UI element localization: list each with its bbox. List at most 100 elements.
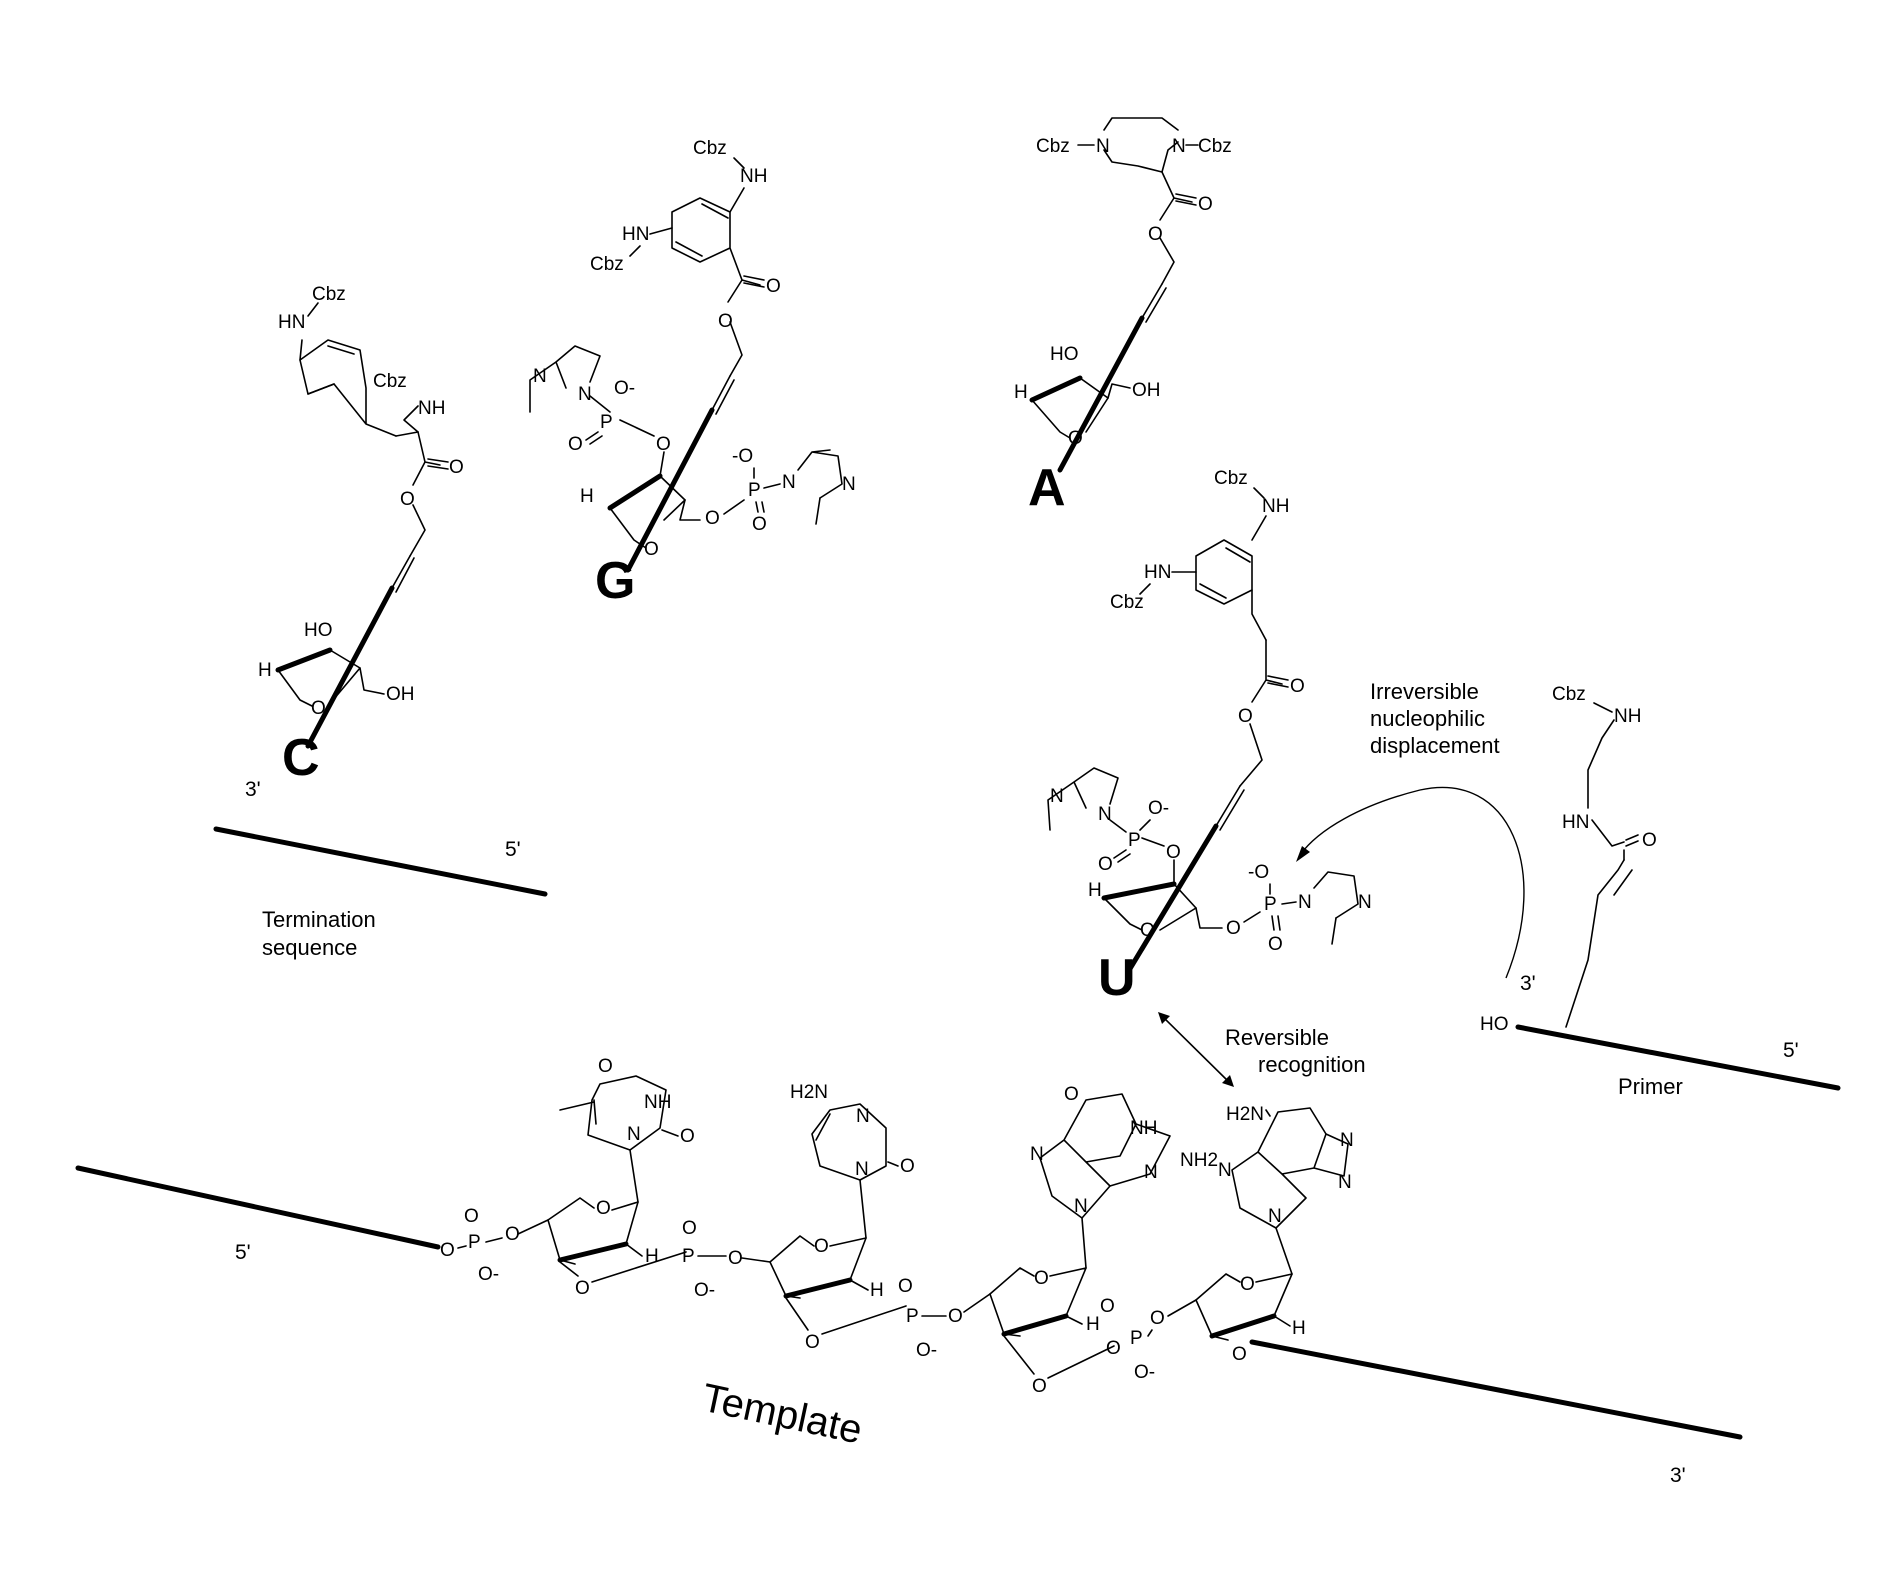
phos-u1-p: P <box>1128 830 1141 851</box>
tpl-c-n3: N <box>856 1106 870 1127</box>
reversible-label-line2: recognition <box>1258 1052 1366 1077</box>
tpl-p3-ominus: O- <box>916 1340 937 1361</box>
amino-c-cbz: Cbz <box>373 371 407 392</box>
tpl-s3-o: O <box>1034 1268 1049 1289</box>
carbonyl-c-o: O <box>449 457 464 478</box>
monomer-u: U O H O O HN Cbz NH Cbz O P O O- N <box>1048 468 1372 1007</box>
piperazine-a-cbz1: Cbz <box>1036 136 1070 157</box>
tpl-p3-o-top: O <box>898 1276 913 1297</box>
reversible-arrow: Reversible recognition <box>1158 1012 1366 1087</box>
aniline-g-cbz: Cbz <box>590 254 624 275</box>
tpl-g-o6: O <box>1064 1084 1079 1105</box>
tpl-g-nh2: NH2 <box>1180 1150 1218 1171</box>
tpl-p4-ominus: O- <box>1134 1362 1155 1383</box>
tpl-p4-p: P <box>1130 1328 1143 1349</box>
primer-ho-label: HO <box>1480 1014 1509 1035</box>
imid-u2-n2: N <box>1358 892 1372 913</box>
phos-g1-o2: O <box>568 434 583 455</box>
template-strand: 5' 3' Template <box>78 1168 1740 1487</box>
aniline-g-hn: HN <box>622 224 649 245</box>
tpl-p3-p: P <box>906 1306 919 1327</box>
tpl-t-o4: O <box>598 1056 613 1077</box>
tpl-a-h2n: H2N <box>1226 1104 1264 1125</box>
tpl-p1-p: P <box>468 1232 481 1253</box>
sugar-a-h: H <box>1014 382 1028 403</box>
tpl-s1-o3: O <box>575 1278 590 1299</box>
tpl-s3-h: H <box>1086 1314 1100 1335</box>
tpl-t-o2: O <box>680 1126 695 1147</box>
tpl-p2-ominus: O- <box>694 1280 715 1301</box>
tpl-c-o2: O <box>900 1156 915 1177</box>
irreversible-label-line3: displacement <box>1370 733 1500 758</box>
primer-nh-label: NH <box>1614 706 1641 727</box>
termination-5prime-label: 5' <box>505 838 521 861</box>
tpl-a-n1: N <box>1340 1130 1354 1151</box>
aniline-c-hn: HN <box>278 312 305 333</box>
irreversible-label-line2: nucleophilic <box>1370 706 1485 731</box>
termination-strand: 3' 5' Termination sequence <box>216 778 545 960</box>
primer-3prime-label: 3' <box>1520 972 1536 995</box>
irreversible-label-line1: Irreversible <box>1370 679 1479 704</box>
template-5prime-label: 5' <box>235 1241 251 1264</box>
primer-strand: HO 3' 5' Primer HN O NH Cbz <box>1480 684 1838 1099</box>
primer-cbz-label: Cbz <box>1552 684 1586 705</box>
tpl-a-n3: N <box>1338 1172 1352 1193</box>
tpl-c-h2n: H2N <box>790 1082 828 1103</box>
tpl-p2-p: P <box>682 1246 695 1267</box>
irreversible-arrow: Irreversible nucleophilic displacement <box>1296 679 1524 978</box>
phos-u1-o2: O <box>1098 854 1113 875</box>
tpl-s1-o: O <box>596 1198 611 1219</box>
phos-g2-minuso: -O <box>732 446 753 467</box>
tpl-s2-o: O <box>814 1236 829 1257</box>
tpl-c-n1: N <box>855 1159 869 1180</box>
phos-g2-o: O <box>705 508 720 529</box>
base-u-label: U <box>1098 949 1136 1007</box>
tpl-s2-o3: O <box>805 1332 820 1353</box>
ester-a-o: O <box>1148 224 1163 245</box>
piperazine-a-cbz2: Cbz <box>1198 136 1232 157</box>
imid-g1-n: N <box>578 384 592 405</box>
tpl-s2-h: H <box>870 1280 884 1301</box>
tpl-s3-o3: O <box>1032 1376 1047 1397</box>
tpl-s4-o: O <box>1240 1274 1255 1295</box>
carbonyl-u-o: O <box>1290 676 1305 697</box>
tpl-g-n7: N <box>1030 1144 1044 1165</box>
tpl-p1-o1: O <box>440 1240 455 1261</box>
template-label: Template <box>698 1376 866 1453</box>
sugar-a-ho: HO <box>1050 344 1079 365</box>
carbonyl-g-o: O <box>766 276 781 297</box>
ester-c-o: O <box>400 489 415 510</box>
aniline-g2-nh: NH <box>740 166 767 187</box>
sugar-a-oh: OH <box>1132 380 1161 401</box>
phos-u1-o: O <box>1166 842 1181 863</box>
monomer-a: A O H HO OH O O N N Cbz Cbz <box>1014 118 1232 517</box>
phos-g1-ominus: O- <box>614 378 635 399</box>
tpl-a-n7: N <box>1218 1160 1232 1181</box>
aniline-c-cbz: Cbz <box>312 284 346 305</box>
phos-g2-o2: O <box>752 514 767 535</box>
phos-u2-o: O <box>1226 918 1241 939</box>
tpl-p4-o2: O <box>1150 1308 1165 1329</box>
tpl-p1-o-top: O <box>464 1206 479 1227</box>
template-backbone: O P O O- O O H O N NH O O P O O- O <box>440 1056 1354 1397</box>
imid-u1-n2: N <box>1050 786 1064 807</box>
aniline-g2-cbz: Cbz <box>693 138 727 159</box>
imid-g1-n2: N <box>533 366 547 387</box>
tpl-t-nh: NH <box>644 1092 671 1113</box>
tpl-g-n9: N <box>1074 1196 1088 1217</box>
tpl-a-n9: N <box>1268 1206 1282 1227</box>
ester-g-o: O <box>718 311 733 332</box>
aniline-u2-nh: NH <box>1262 496 1289 517</box>
piperazine-a-n1: N <box>1172 136 1186 157</box>
imid-g2-n2: N <box>842 474 856 495</box>
imid-u1-n: N <box>1098 804 1112 825</box>
tpl-s4-h: H <box>1292 1318 1306 1339</box>
tpl-p4-o-top: O <box>1100 1296 1115 1317</box>
termination-3prime-label: 3' <box>245 778 261 801</box>
aniline-u-hn: HN <box>1144 562 1171 583</box>
phos-g1-o: O <box>656 434 671 455</box>
tpl-g-nh: NH <box>1130 1118 1157 1139</box>
primer-carbonyl-o: O <box>1642 830 1657 851</box>
carbonyl-a-o: O <box>1198 194 1213 215</box>
